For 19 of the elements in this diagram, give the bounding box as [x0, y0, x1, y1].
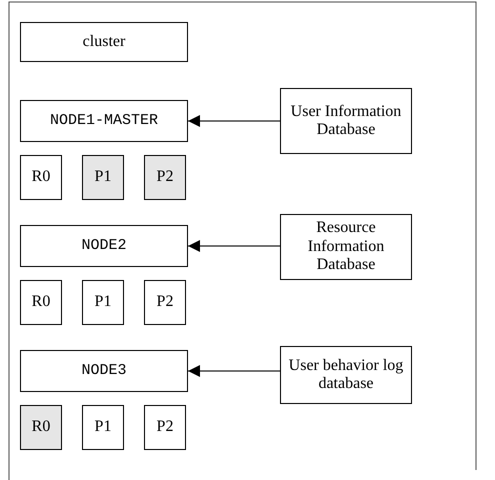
shard-box: P2	[144, 280, 186, 325]
arrow	[188, 240, 280, 252]
database-box: Resource Information Database	[280, 214, 412, 280]
shard-box: R0	[20, 280, 62, 325]
shard-box: P2	[144, 405, 186, 450]
database-box: User behavior log database	[280, 346, 412, 404]
node-box: NODE1-MASTER	[20, 100, 188, 142]
arrow	[188, 115, 280, 127]
node-box: NODE2	[20, 225, 188, 267]
node-box: NODE3	[20, 350, 188, 392]
shard-box: R0	[20, 155, 62, 200]
database-box: User Information Database	[280, 88, 412, 154]
shard-box: P2	[144, 155, 186, 200]
shard-box: P1	[82, 280, 124, 325]
shard-box: R0	[20, 405, 62, 450]
arrow	[188, 365, 280, 377]
node-box: cluster	[20, 22, 188, 62]
shard-box: P1	[82, 405, 124, 450]
shard-box: P1	[82, 155, 124, 200]
